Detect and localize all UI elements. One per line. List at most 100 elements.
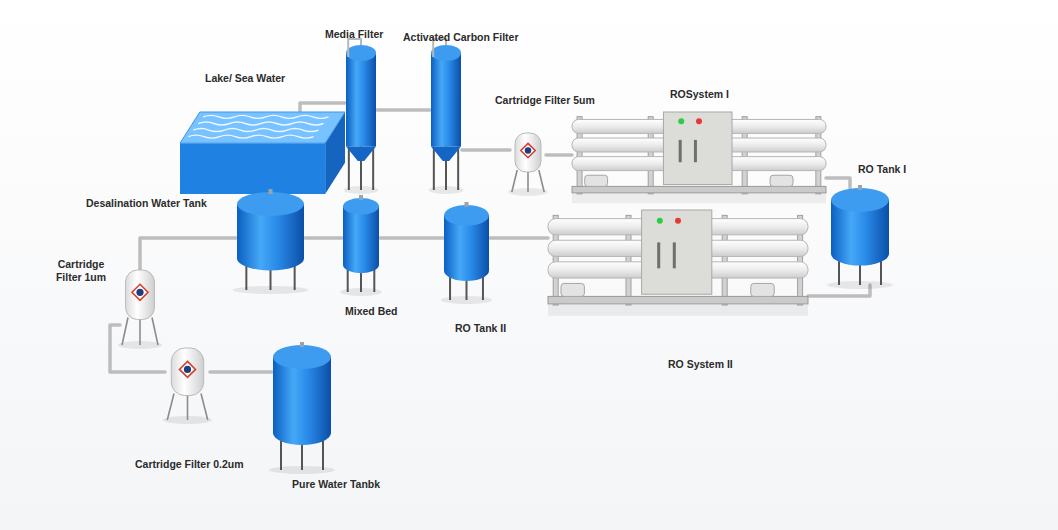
equipment-node: ROSystem I [572,112,826,205]
ro-shadow [548,305,808,316]
equipment-parts [441,202,493,304]
filter-top [346,45,376,61]
logo-center [184,366,191,373]
equipment-illustration [510,133,546,192]
equipment-parts [508,133,548,196]
equipment-illustration [430,45,462,190]
equipment-parts [343,39,378,194]
equipment-illustration [180,112,345,194]
tripod-leg [512,170,517,192]
water-pipe [110,325,165,372]
equipment-illustration [120,270,160,345]
equipment-label: RO System II [668,358,733,371]
logo-center [136,289,143,296]
tank-bottom [237,246,304,270]
water-wave [188,135,313,138]
water-pipe [377,108,430,112]
green-lamp [657,218,663,224]
equipment-node: Desalination Water Tank [236,192,305,290]
pump [585,175,608,186]
cartridge-body [515,133,541,172]
equipment-node: Mixed Bed [342,198,380,292]
tank-leg [348,147,350,191]
ro-shadow [572,194,826,203]
equipment-parts [180,112,345,194]
water-wave [193,129,318,132]
water-pipe [140,238,236,270]
tripod-leg [539,170,544,192]
equipment-label: ROSystem I [670,88,729,101]
equipment-illustration [548,210,808,318]
filter-body [346,53,376,147]
tripod-leg [139,318,141,346]
equipment-label: Cartridge Filter 0.2um [135,458,244,471]
tank-leg [372,147,374,191]
panel-handle [679,140,682,162]
equipment-node: Cartridge Filter 5um [510,133,546,192]
tank-nozzle [858,185,862,190]
equipment-label: Cartridge Filter 1um [55,258,107,283]
tank-nozzle [359,195,363,200]
ro-base [548,296,808,304]
logo-diamond [132,284,148,300]
filter-body [431,53,461,147]
equipment-illustration [342,198,380,292]
equipment-label: RO Tank I [858,163,906,176]
equipment-label: Desalination Water Tank [86,197,207,210]
equipment-node: Media Filter [345,45,377,190]
cartridge-body [126,270,155,320]
tank-top [831,188,889,212]
pipe-group [110,103,870,372]
equipment-parts [428,39,463,194]
equipment-label: RO Tank II [455,322,506,335]
equipment-illustration [572,112,826,205]
equipment-node: RO Tank I [830,188,890,285]
water-pipe [826,178,850,188]
equipment-illustration [165,348,210,420]
equipment-node: Pure Water Tanbk [272,345,332,470]
control-panel [642,210,712,294]
green-lamp [678,118,684,124]
pump [770,175,793,186]
equipment-illustration [345,45,377,190]
equipment-node: Cartridge Filter 0.2um [165,348,210,420]
water-pipe [210,370,272,374]
pump [561,283,584,296]
tank-leg [457,147,459,191]
logo-diamond [521,143,535,157]
red-lamp [696,118,702,124]
cartridge-body [171,348,203,396]
equipment-label: Activated Carbon Filter [403,31,519,44]
tank-nozzle [465,202,469,207]
panel-handle [657,242,660,268]
equipment-illustration [236,192,305,290]
filter-cone [431,147,461,162]
tank-nozzle [269,189,273,194]
equipment-illustration [272,345,332,470]
equipment-parts [340,195,382,296]
tripod-leg [167,394,174,420]
equipment-node: Lake/ Sea Water [180,112,345,194]
filter-top [431,45,461,61]
tripod-leg [122,318,128,346]
red-lamp [675,218,681,224]
equipment-node: Cartridge Filter 1um [120,270,160,345]
equipment-label: Cartridge Filter 5um [495,94,595,107]
tank-top [343,198,379,215]
tank-bottom [273,421,331,445]
equipment-illustration [830,188,890,285]
equipment-node: Activated Carbon Filter [430,45,462,190]
water-pipe [380,236,443,240]
tank-bottom [343,256,379,273]
filter-cone [346,147,376,162]
equipment-label: Pure Water Tanbk [292,478,380,491]
water-pipe [462,148,510,152]
tank-bottom [831,242,889,266]
equipment-node: RO Tank II [443,205,490,300]
tank-bottom [444,260,489,281]
equipment-parts [827,185,893,289]
equipment-parts [572,112,826,203]
panel-handle [673,242,676,268]
filter-pipe [348,39,361,57]
